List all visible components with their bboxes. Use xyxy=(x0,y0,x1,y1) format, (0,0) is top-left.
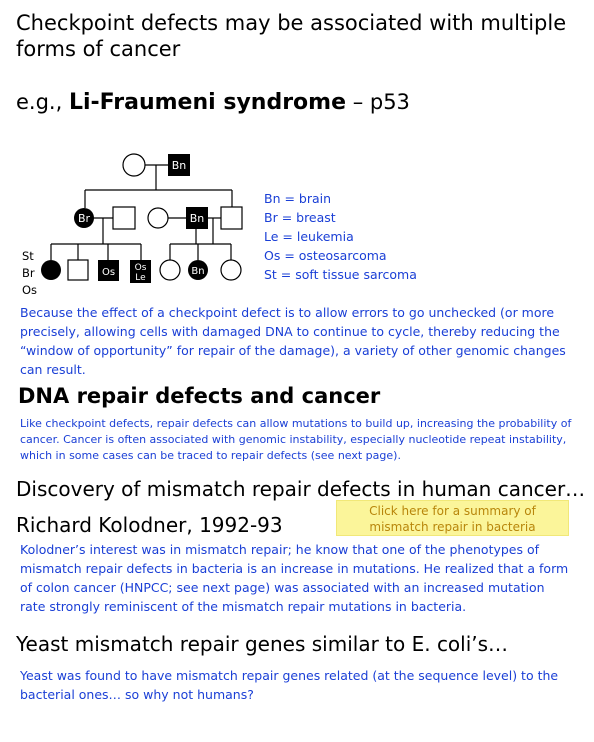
discovery-text: Kolodner’s interest was in mismatch repa… xyxy=(20,542,569,614)
side-label-os: Os xyxy=(22,283,38,297)
dna-repair-heading: DNA repair defects and cancer xyxy=(18,384,381,408)
gen3-male-symbol xyxy=(67,259,89,281)
pedigree-side-labels: St Br Os xyxy=(22,248,37,299)
legend-item: Bn = brain xyxy=(264,191,332,206)
legend-item: Le = leukemia xyxy=(264,229,354,244)
pedigree-chart: Bn Br Bn Os Os Le Bn xyxy=(41,153,243,283)
gen1-male-label: Bn xyxy=(172,159,187,172)
gen2-male-affected-symbol xyxy=(186,207,208,229)
checkpoint-paragraph: Because the effect of a checkpoint defec… xyxy=(20,305,566,377)
gen3-label-bn: Bn xyxy=(191,266,204,277)
gen2-female-symbol xyxy=(147,207,169,229)
discovery-subheading: Richard Kolodner, 1992-93 xyxy=(16,513,283,537)
gen3-label-os: Os xyxy=(102,267,115,278)
legend-item: St = soft tissue sarcoma xyxy=(264,267,417,282)
dna-repair-text: Like checkpoint defects, repair defects … xyxy=(20,417,572,462)
yeast-text: Yeast was found to have mismatch repair … xyxy=(20,668,559,702)
gen2-female-affected-symbol xyxy=(74,208,94,228)
pedigree-legend: Bn = brain Br = breast Le = leukemia Os … xyxy=(264,189,417,284)
bacteria-summary-link[interactable]: Click here for a summary of mismatch rep… xyxy=(336,500,569,536)
title-line-1: Checkpoint defects may be associated wit… xyxy=(16,11,567,35)
side-label-st: St xyxy=(22,249,34,263)
title-line-2: forms of cancer xyxy=(16,37,181,61)
gen1-male-affected-symbol xyxy=(168,154,190,176)
gen3-female-affected-symbol xyxy=(41,260,61,280)
gene-name: – p53 xyxy=(352,90,410,114)
syndrome-name: Li-Fraumeni syndrome xyxy=(68,90,346,115)
gen3-label-le: Le xyxy=(135,273,146,283)
gen3-female-symbol-1 xyxy=(159,259,181,281)
note-line-2: mismatch repair in bacteria xyxy=(369,520,536,534)
gen3-male-affected-symbol-2 xyxy=(130,260,151,283)
gen3-label-os2: Os xyxy=(135,263,147,273)
gen3-female-symbol-3 xyxy=(220,259,242,281)
legend-item: Os = osteosarcoma xyxy=(264,248,387,263)
legend-item: Br = breast xyxy=(264,210,336,225)
eg-prefix: e.g., xyxy=(16,90,63,114)
gen2-male-label: Bn xyxy=(190,212,205,225)
title-block: Checkpoint defects may be associated wit… xyxy=(16,10,586,62)
note-line-1: Click here for a summary of xyxy=(369,504,536,518)
gen2-male-symbol xyxy=(112,206,136,230)
gen3-female-affected-symbol-2 xyxy=(188,260,208,280)
gen2-female-label: Br xyxy=(78,212,91,225)
discovery-heading: Discovery of mismatch repair defects in … xyxy=(16,477,586,501)
gen1-female-symbol xyxy=(122,153,146,177)
gen3-male-affected-symbol-1 xyxy=(98,260,119,281)
yeast-heading: Yeast mismatch repair genes similar to E… xyxy=(16,632,509,656)
example-line: e.g., Li-Fraumeni syndrome – p53 xyxy=(16,89,410,116)
gen2-spouse-male-symbol xyxy=(220,206,243,230)
side-label-br: Br xyxy=(22,266,35,280)
